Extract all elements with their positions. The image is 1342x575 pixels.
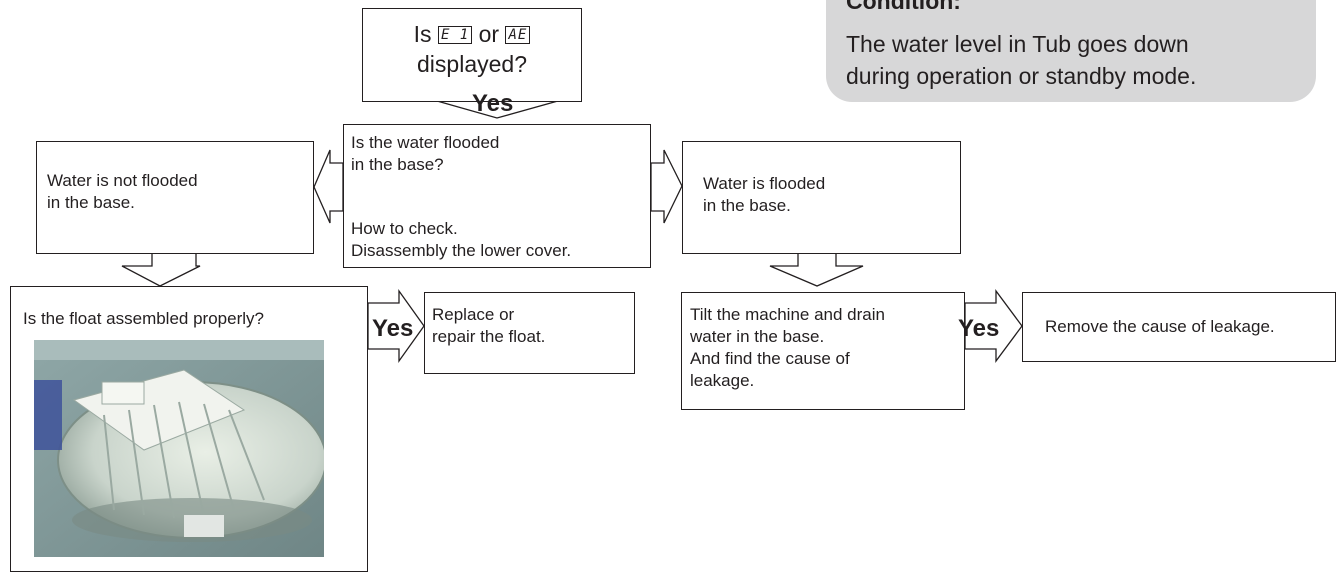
flooded-box — [682, 141, 961, 254]
tilt-line-4: leakage. — [690, 371, 755, 390]
arrow-not-flooded-to-float — [121, 252, 201, 287]
q1-line-2: displayed? — [417, 51, 527, 77]
condition-line-2: during operation or standby mode. — [846, 63, 1197, 89]
flooded-line-1: Water is flooded — [703, 174, 826, 193]
tilt-line-1: Tilt the machine and drain — [690, 305, 885, 324]
yes-label-float: Yes — [372, 315, 414, 342]
q2-line-2: in the base? — [351, 155, 444, 174]
question-flooded-box — [343, 124, 651, 268]
arrow-flooded-to-tilt — [769, 252, 864, 287]
replace-line-2: repair the float. — [432, 327, 546, 346]
condition-callout — [826, 0, 1316, 102]
not-flooded-box — [36, 141, 314, 254]
not-flooded-line-1: Water is not flooded — [47, 171, 198, 190]
error-code-e1: E 1 — [437, 26, 473, 44]
condition-title: Condition: — [846, 0, 961, 14]
q2-line-1: Is the water flooded — [351, 133, 500, 152]
remove-text: Remove the cause of leakage. — [1045, 317, 1275, 336]
error-code-ae: AE — [505, 26, 531, 44]
tilt-line-3: And find the cause of — [690, 349, 850, 368]
arrow-q2-to-flooded — [650, 149, 683, 224]
arrow-float-to-replace — [367, 288, 425, 364]
not-flooded-line-2: in the base. — [47, 193, 135, 212]
tilt-machine-box — [681, 292, 965, 410]
arrow-tilt-to-remove — [964, 289, 1023, 363]
yes-label-tilt: Yes — [958, 315, 1000, 342]
float-question: Is the float assembled properly? — [23, 309, 264, 328]
tilt-line-2: water in the base. — [690, 327, 825, 346]
q2-line-3: How to check. — [351, 219, 458, 238]
yes-label-q1: Yes — [472, 90, 514, 117]
q1-prefix: Is — [413, 21, 432, 47]
replace-line-1: Replace or — [432, 305, 515, 324]
question-error-code-box: Is E 1 or AE displayed? — [362, 8, 582, 102]
remove-cause-box — [1022, 292, 1336, 362]
flooded-line-2: in the base. — [703, 196, 791, 215]
condition-line-1: The water level in Tub goes down — [846, 31, 1189, 57]
q1-mid: or — [478, 21, 500, 47]
arrow-q2-to-not-flooded — [313, 149, 344, 224]
replace-float-box — [424, 292, 635, 374]
float-photo — [34, 340, 324, 557]
q2-line-4: Disassembly the lower cover. — [351, 241, 572, 260]
